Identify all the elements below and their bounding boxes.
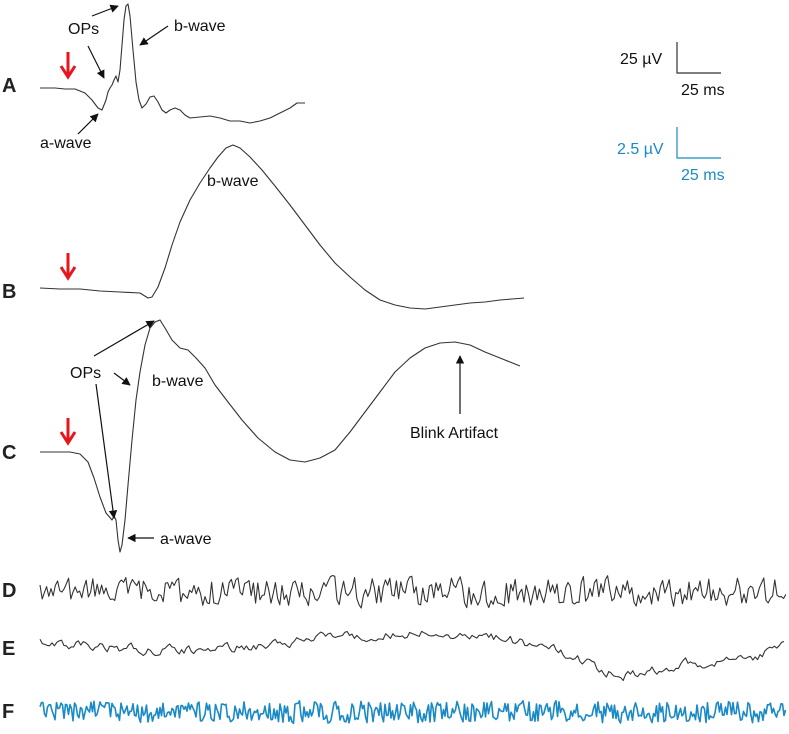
stimulus-arrow-c-icon [59,418,77,446]
label-a-ops: OPs [68,21,99,38]
label-c-ops: OPs [70,365,101,382]
label-a-bwave: b-wave [174,18,226,35]
scale-bar-blue: 2.5 µV 25 ms [617,127,725,184]
label-c-blink: Blink Artifact [410,425,499,442]
trace-d [39,574,787,609]
arrow-c-ops-mid-icon [113,372,131,386]
panel-label-c: C [2,442,16,464]
panel-label-e: E [2,638,15,660]
trace-b [39,144,525,310]
scale-bar-black: 25 µV 25 ms [620,42,725,99]
scale-bar-blue-voltage: 2.5 µV [617,141,664,158]
panel-label-d: D [2,580,16,602]
arrow-a-ops-up-icon [91,4,119,17]
panel-label-b: B [2,281,16,303]
label-a-awave: a-wave [40,135,92,152]
trace-a [40,3,305,124]
arrow-a-awave-icon [77,113,99,135]
stimulus-arrow-a-icon [59,52,77,80]
stimulus-arrow-b-icon [59,253,77,281]
arrow-a-ops-down-icon [87,45,105,79]
panel-label-f: F [2,701,14,723]
arrow-c-ops-up-icon [93,320,155,357]
scale-bar-black-voltage: 25 µV [620,51,662,68]
trace-f [39,700,787,725]
scale-bar-black-time: 25 ms [681,82,725,99]
arrow-a-bwave-icon [139,25,169,46]
arrow-c-ops-down-icon [95,383,118,519]
label-c-awave: a-wave [160,531,212,548]
scale-bar-blue-time: 25 ms [681,167,725,184]
label-c-bwave: b-wave [152,373,204,390]
label-b-bwave: b-wave [207,173,259,190]
panel-label-a: A [2,75,16,97]
trace-e [39,630,785,682]
